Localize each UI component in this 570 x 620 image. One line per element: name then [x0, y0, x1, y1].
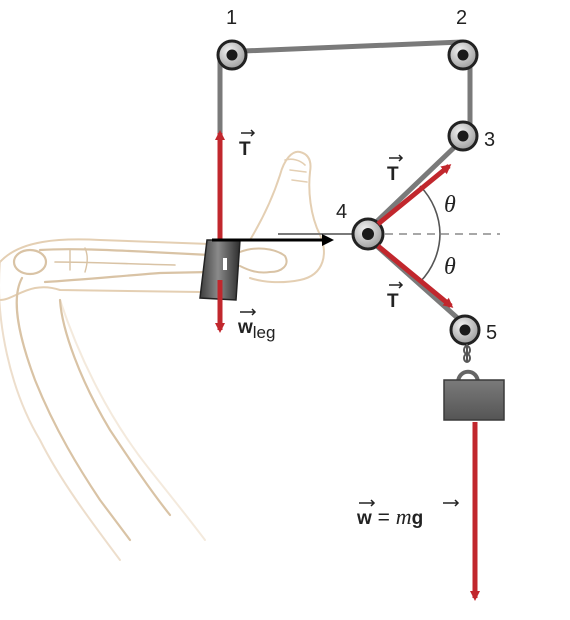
leg-weight-label: wleg	[237, 308, 275, 342]
tension-label-left: T	[239, 129, 256, 160]
skin-outline	[0, 238, 211, 301]
thigh-outline	[0, 261, 121, 561]
hanging-weight	[443, 369, 505, 421]
svg-text:T: T	[387, 291, 399, 312]
tension-arrow-lower-right	[376, 244, 454, 308]
leg-illustration	[0, 150, 325, 561]
svg-text:T: T	[239, 139, 251, 160]
pulley-5	[449, 314, 481, 346]
weight-equation: w = mg	[356, 499, 460, 529]
tibia	[38, 248, 212, 284]
weight-chain	[463, 344, 471, 363]
pulley-3-label: 3	[484, 129, 495, 151]
svg-text:T: T	[387, 164, 399, 185]
pulley-1	[216, 39, 248, 71]
pulley-4-label: 4	[336, 201, 347, 223]
foot-outline	[249, 150, 325, 284]
pulley-5-label: 5	[486, 322, 497, 344]
tension-arrow-upper-right	[376, 164, 452, 226]
pulley-2-label: 2	[456, 7, 467, 29]
pulley-3	[447, 120, 479, 152]
svg-text:wleg: wleg	[237, 317, 275, 342]
femur	[15, 276, 172, 542]
angle-label-lower: θ	[444, 254, 456, 280]
pulley-2	[447, 39, 479, 71]
ankle-bones	[239, 247, 288, 274]
angle-arc-lower	[419, 233, 441, 283]
angle-label-upper: θ	[444, 192, 456, 218]
angle-arc-upper	[419, 185, 441, 235]
pulley-4	[351, 217, 385, 251]
tension-label-lower: T	[387, 281, 404, 312]
tension-label-upper: T	[387, 154, 404, 185]
kneecap	[12, 248, 48, 276]
pulley-1-label: 1	[226, 7, 237, 29]
svg-text:w = mg: w = mg	[356, 504, 423, 529]
